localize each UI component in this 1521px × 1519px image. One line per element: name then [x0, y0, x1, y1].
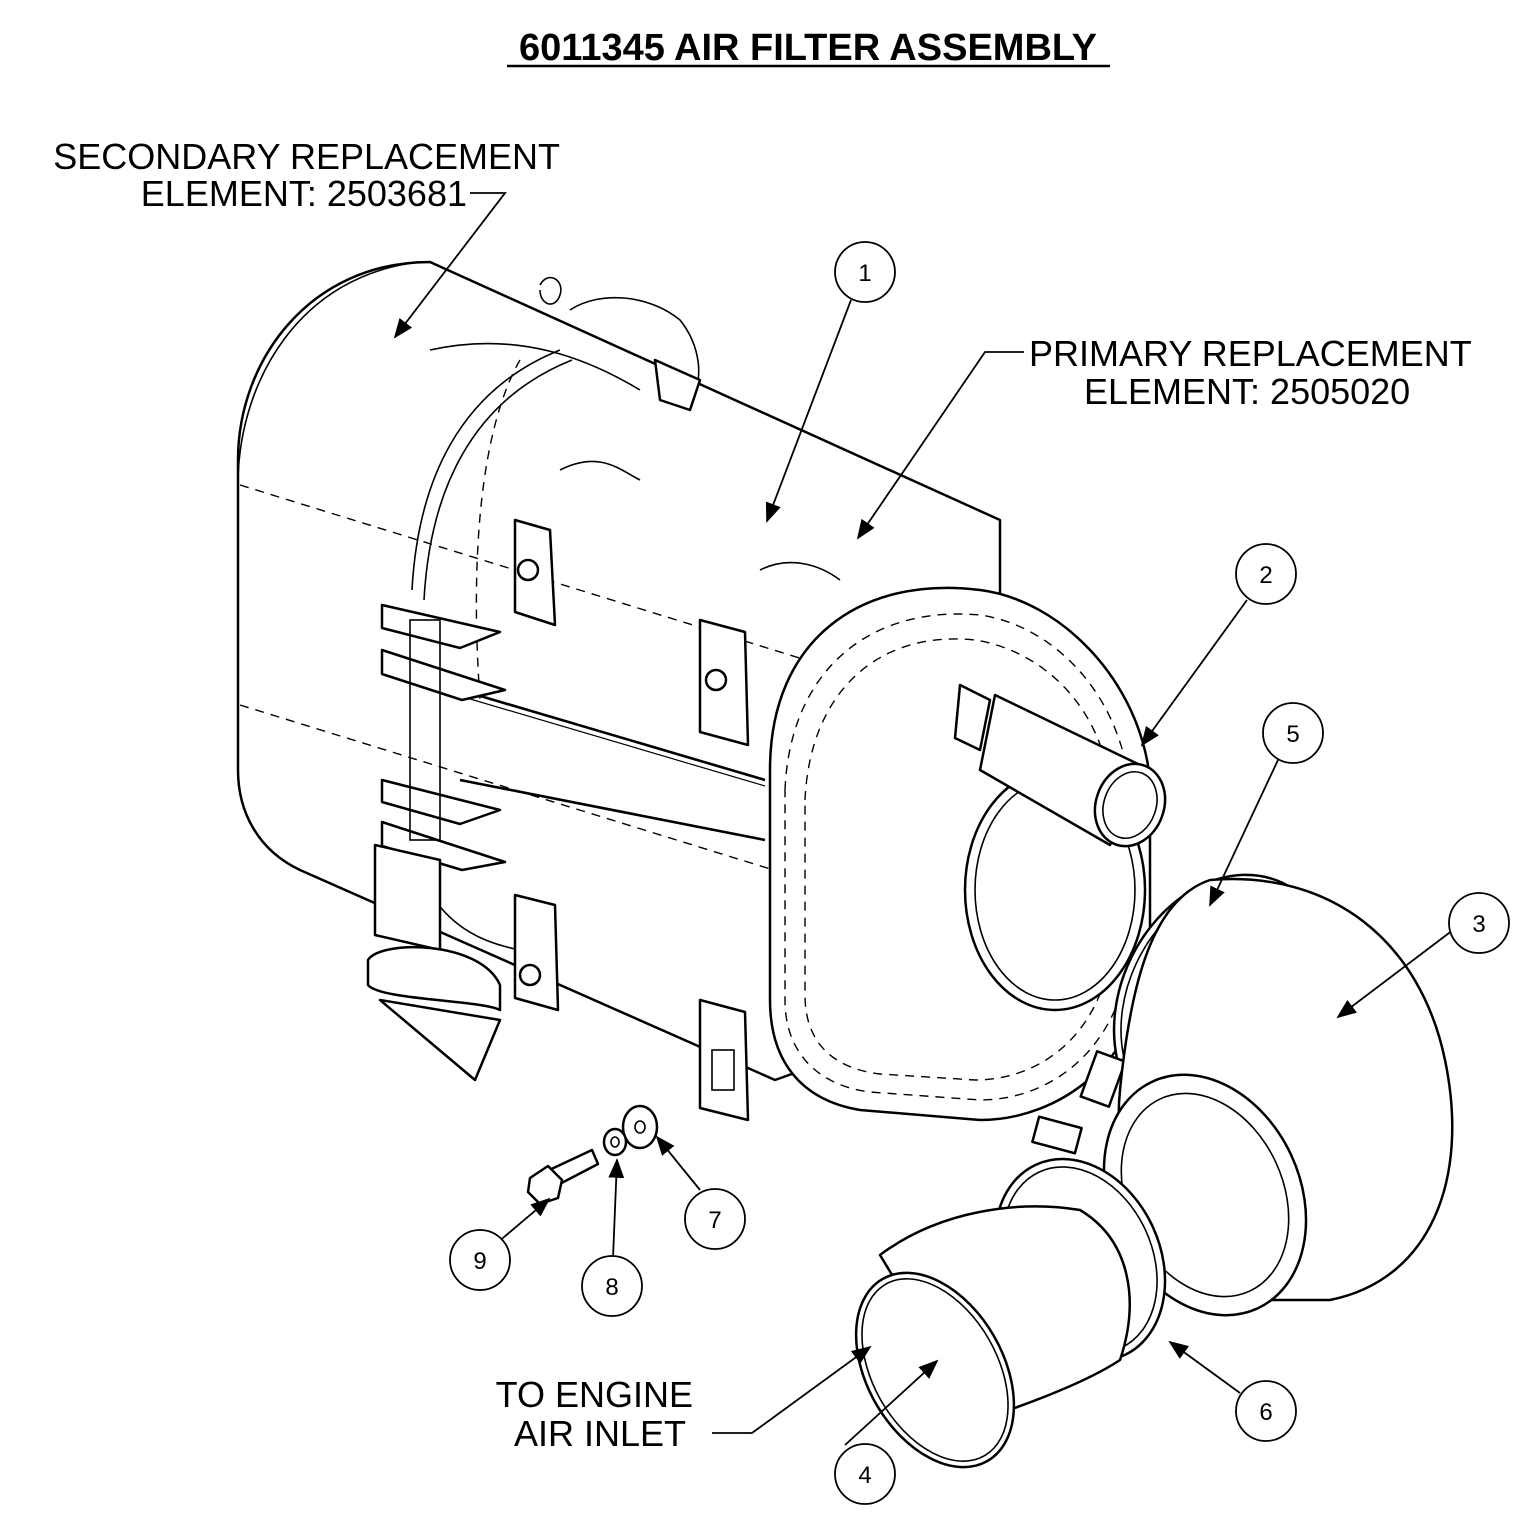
callout-3-number: 3	[1472, 911, 1485, 938]
callout-4: 4	[834, 1443, 896, 1505]
callout-8-number: 8	[605, 1274, 618, 1301]
primary-element-label-line1: PRIMARY REPLACEMENT	[1029, 333, 1472, 374]
callout-8: 8	[581, 1255, 643, 1317]
secondary-element-label-line2: ELEMENT: 2503681	[141, 173, 467, 214]
primary-element-label-line2: ELEMENT: 2505020	[1084, 371, 1410, 412]
page-title: 6011345 AIR FILTER ASSEMBLY	[519, 27, 1097, 69]
housing-end-cap	[768, 586, 1152, 1122]
callout-7-number: 7	[708, 1207, 721, 1234]
callout-9: 9	[449, 1229, 511, 1291]
callout-1: 1	[834, 241, 896, 303]
callout-6-number: 6	[1259, 1399, 1272, 1426]
engine-inlet-label-line1: TO ENGINE	[496, 1374, 693, 1415]
callout-7: 7	[684, 1188, 746, 1250]
callout-5-number: 5	[1286, 721, 1299, 748]
engine-inlet-label-line2: AIR INLET	[514, 1413, 686, 1454]
callout-9-number: 9	[473, 1248, 486, 1275]
secondary-element-label-line1: SECONDARY REPLACEMENT	[53, 136, 560, 177]
callout-4-number: 4	[858, 1462, 871, 1489]
item-2-vacuator-tube	[953, 683, 1167, 848]
callout-2: 2	[1235, 543, 1297, 605]
callout-6: 6	[1235, 1380, 1297, 1442]
item-8-lock-washer	[602, 1127, 628, 1157]
callout-3: 3	[1448, 892, 1510, 954]
callout-2-number: 2	[1259, 562, 1272, 589]
item-9-hex-bolt	[526, 1148, 600, 1206]
callout-leaders	[393, 192, 1454, 1446]
item-7-flat-washer	[621, 1104, 659, 1150]
callout-1-number: 1	[858, 260, 871, 287]
callout-5: 5	[1262, 702, 1324, 764]
